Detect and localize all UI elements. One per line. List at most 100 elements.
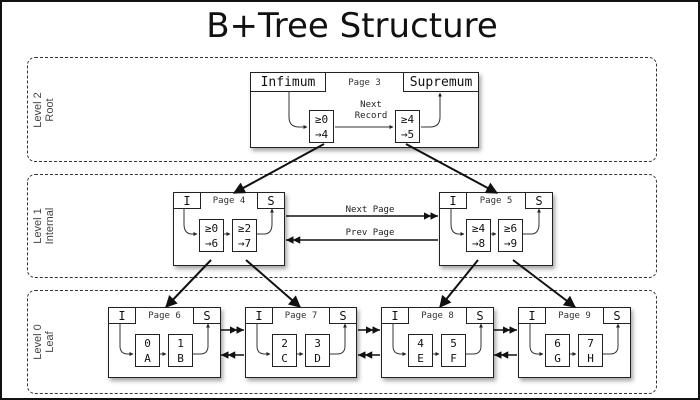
leaf-record: 5 F — [441, 334, 466, 367]
record-to-supremum-arrow — [421, 92, 442, 128]
record-value: G — [554, 352, 561, 365]
leaf-record: 2 C — [272, 334, 297, 367]
record-child-pointer: →5 — [400, 128, 415, 141]
record-value: B — [177, 352, 184, 365]
record-value: E — [417, 352, 424, 365]
record-value: F — [450, 352, 457, 365]
next-record-label: Next Record — [347, 100, 395, 122]
index-record: ≥6 →9 — [498, 219, 523, 252]
leaf-page: I Page 7 S 2 C 3 D — [245, 307, 357, 378]
page-title: Page 8 — [421, 311, 454, 321]
record-key: ≥6 — [503, 222, 518, 235]
level-1-internal-region: Level 1 Internal — [27, 174, 657, 278]
index-record: ≥4 →5 — [395, 110, 420, 143]
page-title: Page 5 — [479, 196, 513, 206]
page-title: Page 4 — [212, 196, 246, 206]
diagram-title: B+Tree Structure — [206, 6, 498, 46]
level-0-leaf-region: Level 0 Leaf — [27, 290, 657, 394]
record-value: H — [587, 352, 594, 365]
infimum-record: I — [440, 193, 467, 209]
root-page: Infimum Page 3 Supremum Next Record ≥0 →… — [250, 72, 479, 148]
infimum-to-record-arrow — [529, 323, 544, 356]
record-key: ≥2 — [237, 222, 252, 235]
infimum-to-record-arrow — [183, 208, 198, 236]
child-pointer-arrow — [232, 143, 325, 194]
supremum-record: S — [525, 193, 552, 209]
supremum-record: S — [257, 193, 284, 209]
leaf-page: I Page 9 S 6 G 7 H — [518, 307, 631, 378]
internal-page: I Page 5 S ≥4 →8 ≥6 →9 — [439, 192, 553, 266]
index-record: ≥0 →4 — [309, 110, 334, 143]
next-record-label-line2: Record — [354, 111, 388, 121]
record-key: 1 — [177, 337, 184, 350]
record-child-pointer: →9 — [503, 237, 518, 250]
record-key: 5 — [450, 337, 457, 350]
child-pointer-arrow — [405, 143, 499, 194]
infimum-to-record-arrow — [288, 91, 308, 129]
supremum-record: S — [329, 308, 356, 324]
record-key: 7 — [587, 337, 594, 350]
child-pointer-arrow — [439, 259, 479, 308]
leaf-record: 4 E — [408, 334, 433, 367]
leaf-record: 7 H — [578, 334, 603, 367]
supremum-record: S — [603, 308, 630, 324]
record-value: D — [314, 352, 321, 365]
record-child-pointer: →8 — [471, 237, 486, 250]
record-key: 6 — [554, 337, 561, 350]
index-record: ≥4 →8 — [466, 219, 491, 252]
leaf-record: 3 D — [305, 334, 330, 367]
next-record-label-line1: Next — [360, 100, 382, 110]
page-title: Page 9 — [558, 311, 591, 321]
record-to-supremum-arrow — [330, 323, 347, 355]
supremum-record: Supremum — [403, 73, 478, 92]
record-key: 2 — [281, 337, 288, 350]
record-to-supremum-arrow — [193, 323, 210, 355]
record-key: ≥0 — [204, 222, 219, 235]
infimum-record: I — [174, 193, 201, 209]
index-record: ≥2 →7 — [232, 219, 257, 252]
supremum-record: S — [193, 308, 220, 324]
record-value: A — [144, 352, 151, 365]
child-pointer-arrow — [165, 259, 212, 308]
record-child-pointer: →4 — [314, 128, 329, 141]
page-title: Page 7 — [284, 311, 318, 321]
record-value: C — [281, 352, 288, 365]
record-key: ≥0 — [314, 113, 329, 126]
leaf-record: 0 A — [135, 334, 160, 367]
record-child-pointer: →7 — [237, 237, 252, 250]
record-to-supremum-arrow — [257, 208, 274, 235]
record-child-pointer: →6 — [204, 237, 219, 250]
prev-page-label: Prev Page — [345, 228, 395, 238]
leaf-record: 1 B — [168, 334, 193, 367]
leaf-page: I Page 8 S 4 E 5 F — [381, 307, 494, 378]
child-pointer-arrow — [512, 259, 576, 308]
level-2-root-region: Level 2 Root — [27, 57, 657, 162]
infimum-record: I — [246, 308, 273, 324]
leaf-page: I Page 6 S 0 A 1 B — [108, 307, 221, 378]
supremum-record: S — [466, 308, 493, 324]
infimum-record: I — [382, 308, 409, 324]
index-record: ≥0 →6 — [199, 219, 224, 252]
infimum-to-record-arrow — [256, 323, 271, 356]
page-title: Page 6 — [148, 311, 181, 321]
infimum-record: I — [519, 308, 546, 324]
record-key: 4 — [417, 337, 424, 350]
child-pointer-arrow — [245, 259, 301, 308]
record-to-supremum-arrow — [603, 323, 620, 355]
next-page-label: Next Page — [345, 205, 395, 215]
record-key: 3 — [314, 337, 321, 350]
record-to-supremum-arrow — [523, 208, 541, 235]
record-key: ≥4 — [400, 113, 415, 126]
record-key: ≥4 — [471, 222, 486, 235]
record-to-supremum-arrow — [466, 323, 483, 355]
infimum-to-record-arrow — [119, 323, 134, 356]
record-key: 0 — [144, 337, 151, 350]
leaf-record: 6 G — [545, 334, 570, 367]
internal-page: I Page 4 S ≥0 →6 ≥2 →7 — [173, 192, 285, 266]
infimum-to-record-arrow — [450, 208, 465, 236]
infimum-to-record-arrow — [392, 323, 407, 356]
page-title: Page 3 — [348, 78, 381, 88]
infimum-record: I — [109, 308, 136, 324]
